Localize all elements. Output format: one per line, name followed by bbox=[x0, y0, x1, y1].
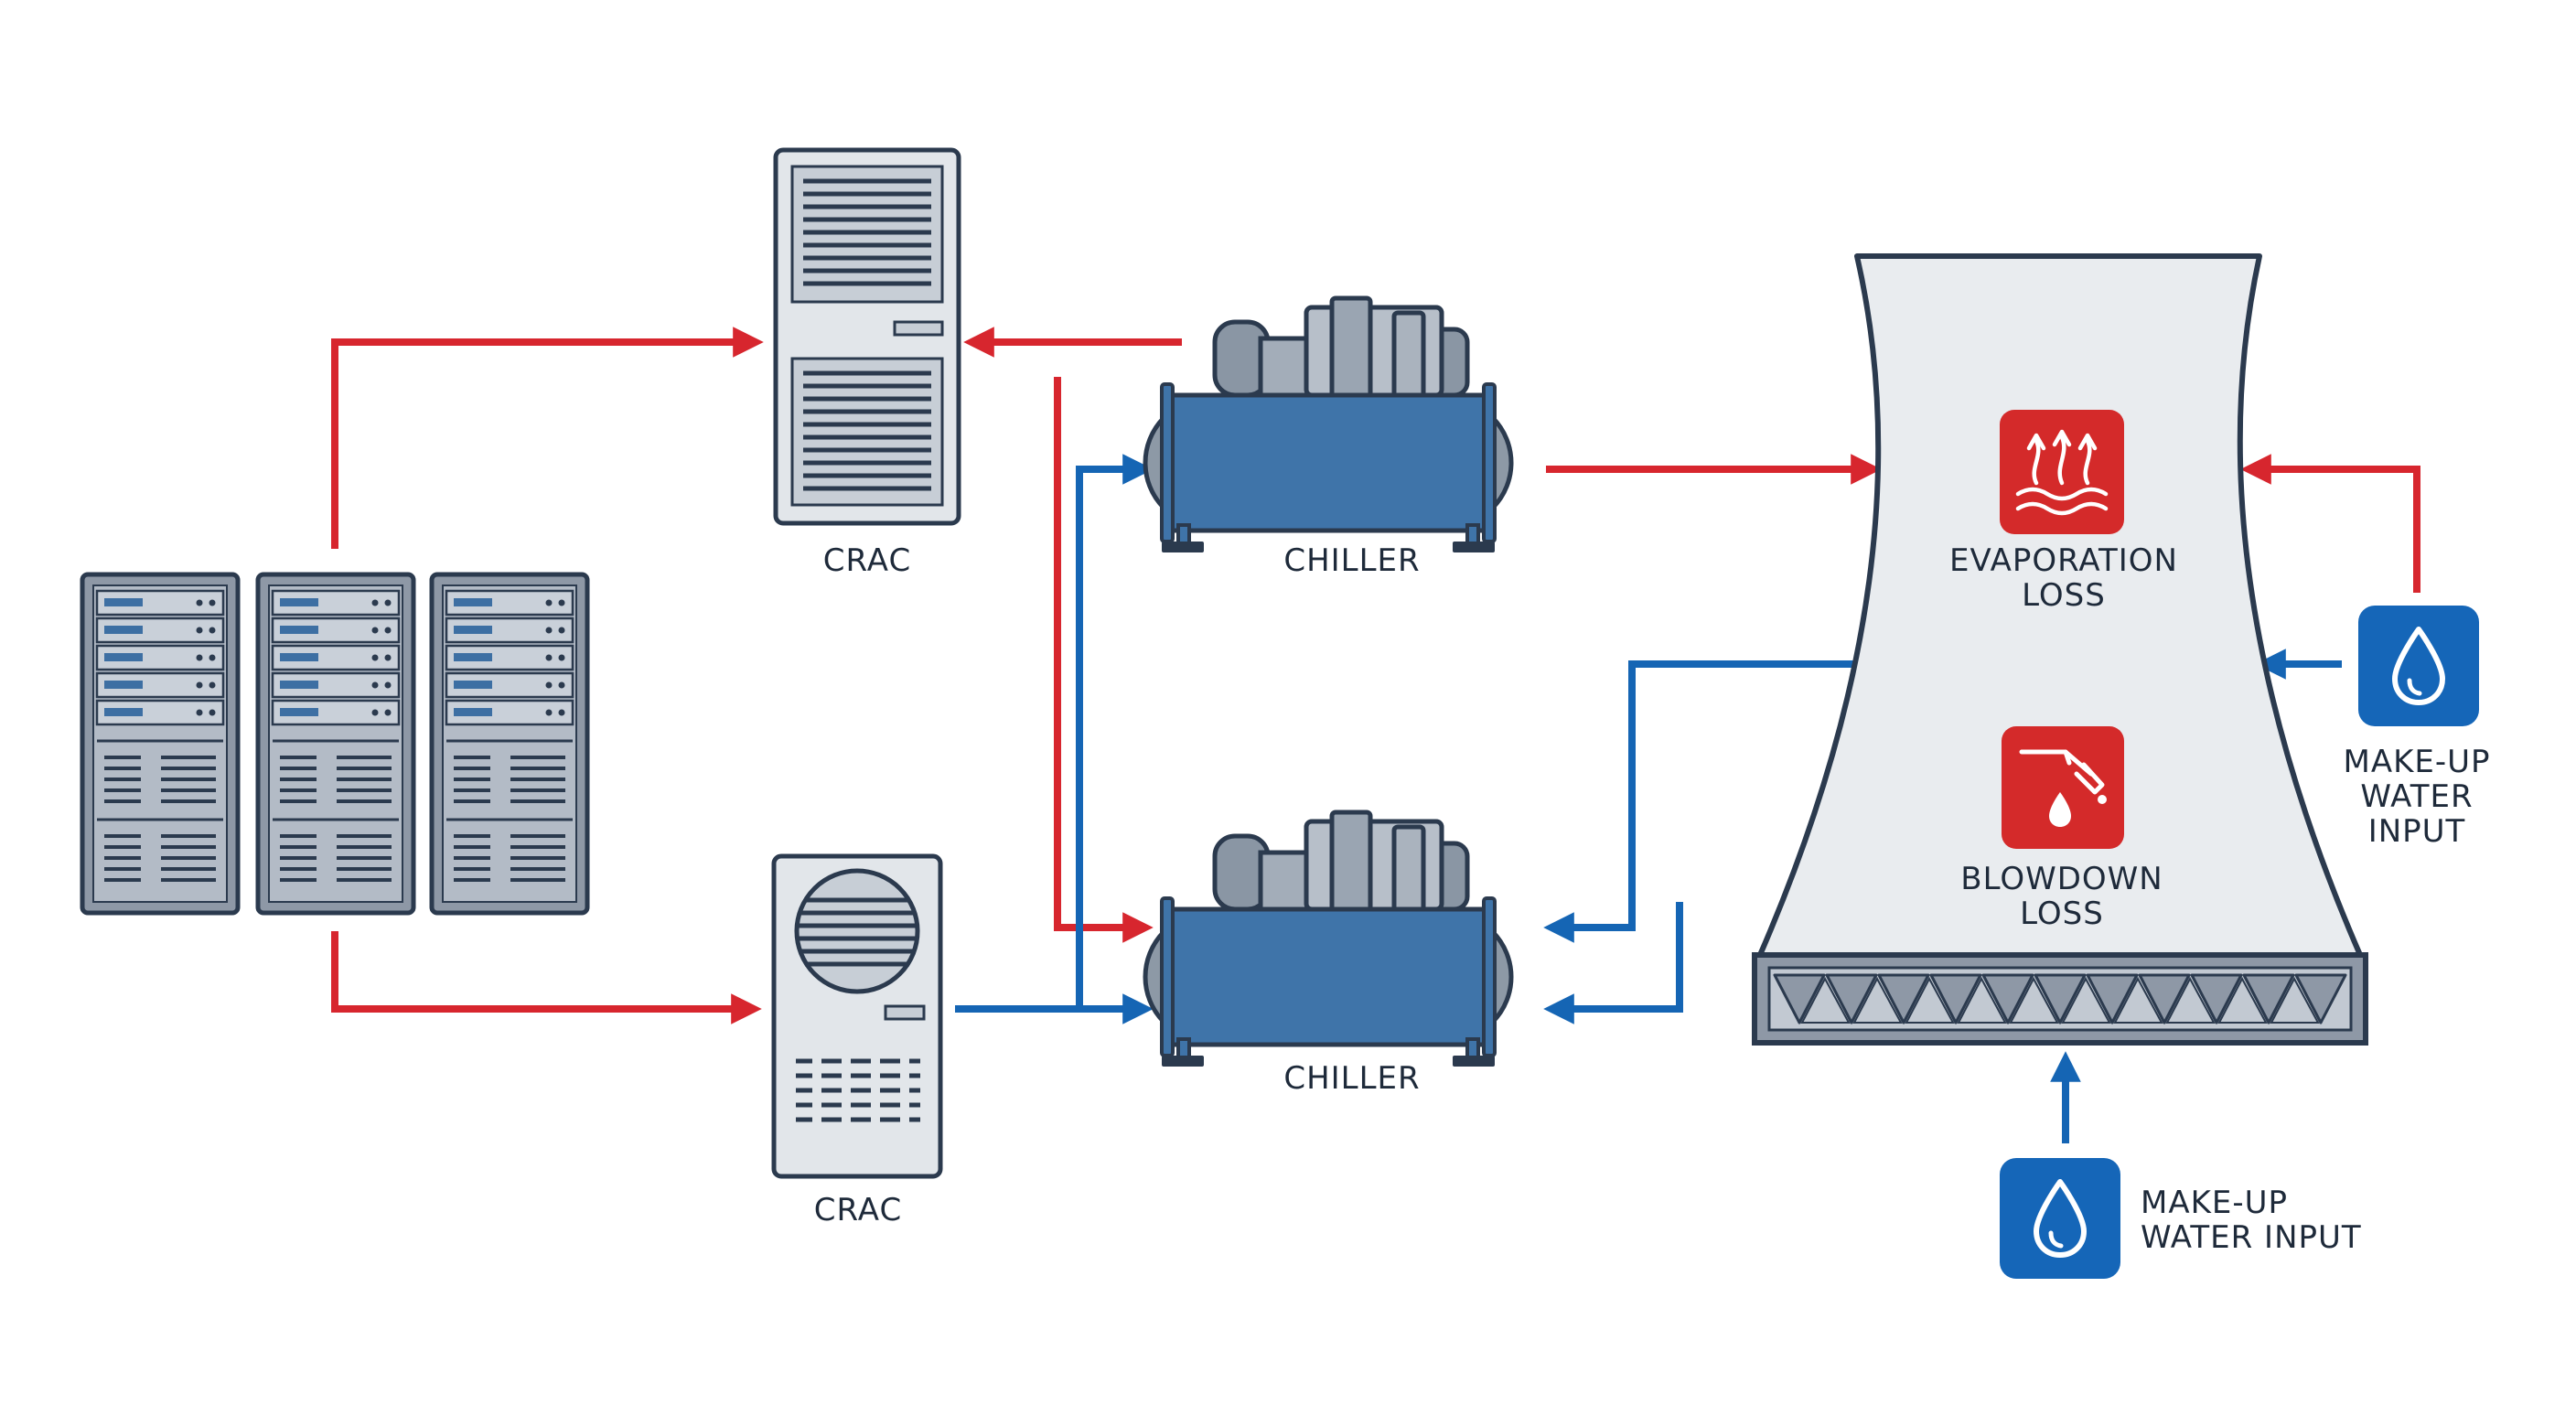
hot-flow-rack-to-crac-top bbox=[331, 327, 764, 549]
server-rack-icon bbox=[82, 574, 587, 913]
makeup-bottom-line2: WATER INPUT bbox=[2141, 1219, 2362, 1256]
blowdown-loss-line1: BLOWDOWN bbox=[1960, 861, 2163, 897]
hot-flow-crac-to-chiller-bottom bbox=[1054, 377, 1154, 943]
chiller-top-label: CHILLER bbox=[1283, 542, 1421, 579]
hot-flow-lines bbox=[331, 327, 2420, 1024]
chiller-unit-bottom bbox=[1145, 812, 1511, 1067]
makeup-right-line2: WATER bbox=[2360, 778, 2474, 815]
makeup-bottom-line1: MAKE-UP bbox=[2141, 1185, 2289, 1221]
makeup-water-input-bottom-label: MAKE-UP WATER INPUT bbox=[2141, 1185, 2362, 1255]
cooling-tower bbox=[1752, 253, 2368, 1046]
chiller-unit-top bbox=[1145, 298, 1511, 552]
evaporation-loss-line2: LOSS bbox=[2022, 577, 2106, 614]
makeup-water-input-right-label: MAKE-UP WATER INPUT bbox=[2343, 745, 2490, 849]
evaporation-icon bbox=[2000, 410, 2124, 534]
water-drop-icon-bottom bbox=[2000, 1158, 2120, 1279]
hot-flow-makeup-to-tower bbox=[2240, 454, 2420, 593]
cold-flow-crac-to-chiller-top bbox=[1076, 454, 1154, 1009]
makeup-right-line3: INPUT bbox=[2367, 813, 2466, 850]
hot-flow-rack-to-crac-bottom bbox=[331, 931, 762, 1024]
cold-flow-tower-to-chiller bbox=[1543, 660, 1855, 943]
crac-top-label: CRAC bbox=[822, 542, 912, 579]
blowdown-loss-label: BLOWDOWN LOSS bbox=[1960, 862, 2163, 931]
makeup-right-line1: MAKE-UP bbox=[2343, 744, 2491, 780]
water-drop-icon bbox=[2358, 606, 2479, 726]
crac-unit-bottom bbox=[771, 853, 943, 1179]
cold-flow-lines bbox=[955, 454, 2342, 1143]
chiller-bottom-label: CHILLER bbox=[1283, 1060, 1421, 1097]
evaporation-loss-label: EVAPORATION LOSS bbox=[1949, 543, 2178, 613]
crac-unit-top bbox=[773, 147, 961, 526]
evaporation-loss-line1: EVAPORATION bbox=[1949, 542, 2178, 579]
blowdown-loss-line2: LOSS bbox=[2020, 896, 2104, 932]
blowdown-icon bbox=[2002, 726, 2124, 849]
crac-bottom-label: CRAC bbox=[813, 1192, 903, 1228]
cold-flow-return-to-chiller bbox=[1543, 902, 1683, 1024]
